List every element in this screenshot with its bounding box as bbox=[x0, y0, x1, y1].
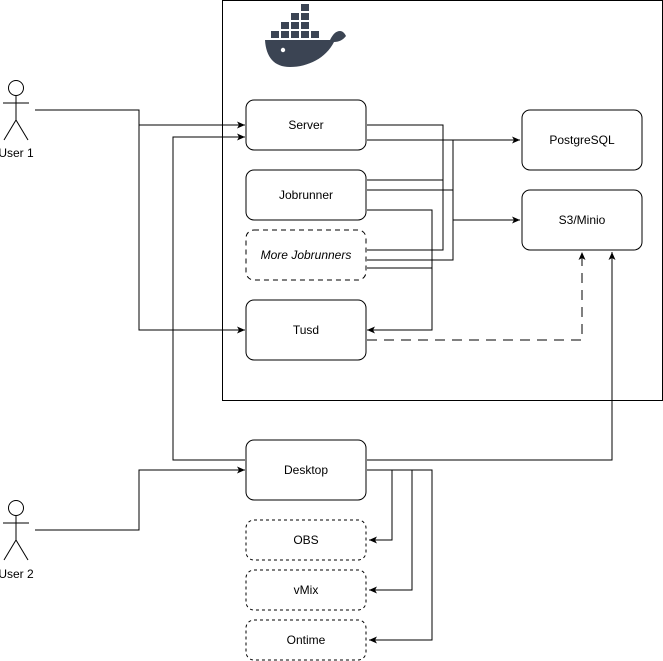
node-desktop-label: Desktop bbox=[284, 463, 328, 477]
actor-user2 bbox=[3, 500, 29, 561]
edge-desktop-ontime bbox=[367, 469, 433, 644]
actor-user2-label: User 2 bbox=[0, 567, 34, 581]
node-jobrunner: Jobrunner bbox=[245, 169, 367, 221]
edge-morejobrunners-postgresql bbox=[367, 125, 444, 251]
node-s3-minio: S3/Minio bbox=[521, 189, 643, 251]
node-vmix: vMix bbox=[245, 569, 367, 611]
edge-desktop-s3 bbox=[367, 252, 616, 461]
node-server-label: Server bbox=[288, 118, 323, 132]
node-s3-minio-label: S3/Minio bbox=[559, 213, 606, 227]
edge-desktop-server bbox=[172, 133, 245, 461]
node-tusd: Tusd bbox=[245, 299, 367, 361]
edge-desktop-vmix bbox=[367, 469, 413, 594]
actor-user1 bbox=[3, 80, 29, 141]
node-obs-label: OBS bbox=[293, 533, 318, 547]
node-server: Server bbox=[245, 99, 367, 151]
edge-user2-desktop bbox=[35, 466, 245, 531]
node-ontime-label: Ontime bbox=[287, 633, 326, 647]
actor-user1-label: User 1 bbox=[0, 146, 34, 160]
node-postgresql: PostgreSQL bbox=[521, 109, 643, 171]
node-tusd-label: Tusd bbox=[293, 323, 319, 337]
node-ontime: Ontime bbox=[245, 619, 367, 661]
node-obs: OBS bbox=[245, 519, 367, 561]
node-more-jobrunners: More Jobrunners bbox=[245, 229, 367, 281]
node-jobrunner-label: Jobrunner bbox=[279, 188, 333, 202]
node-vmix-label: vMix bbox=[294, 583, 319, 597]
edge-desktop-obs bbox=[367, 469, 393, 544]
edge-user1-server bbox=[35, 109, 245, 129]
edge-user1-tusd bbox=[138, 125, 245, 334]
connectors bbox=[35, 109, 616, 644]
edge-jobrunner-tusd bbox=[367, 209, 433, 334]
edge-morejobrunners-s3 bbox=[367, 140, 454, 261]
node-desktop: Desktop bbox=[245, 439, 367, 501]
node-postgresql-label: PostgreSQL bbox=[549, 133, 615, 147]
edge-tusd-s3 bbox=[367, 252, 586, 341]
docker-whale-icon bbox=[265, 4, 346, 67]
node-more-jobrunners-label: More Jobrunners bbox=[261, 248, 352, 262]
